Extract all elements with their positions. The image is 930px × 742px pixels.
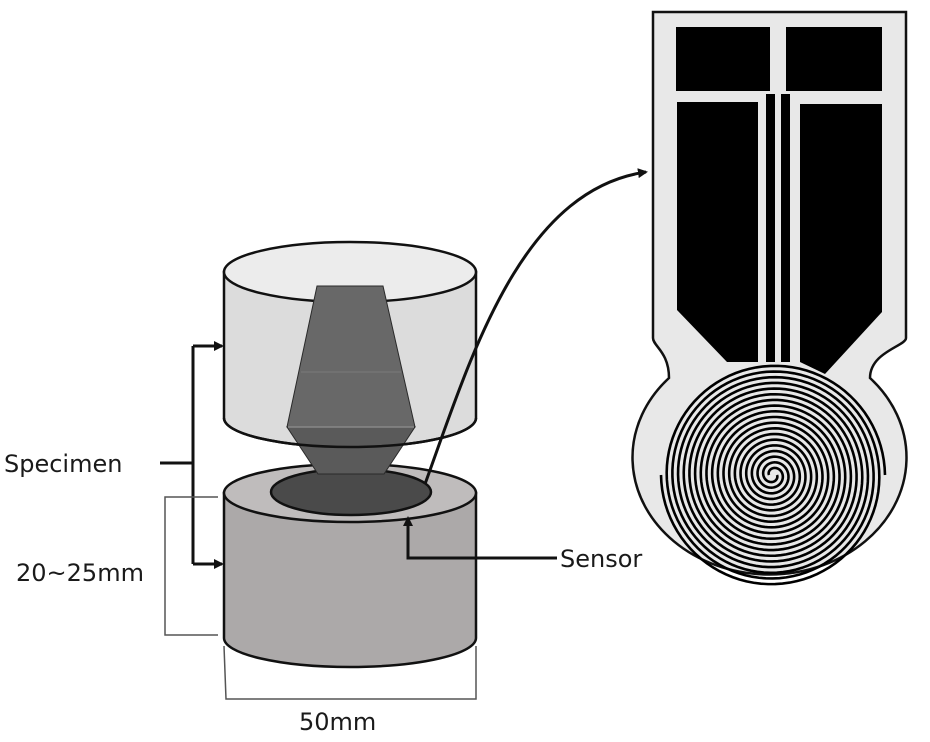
width-dimension-bracket [223,645,477,700]
spiral-electrode-icon [659,364,887,586]
specimen-label: Specimen [4,450,123,478]
electrode-trace-left [677,102,758,362]
spiral-track-b [665,364,887,580]
lower-cylinder-body [222,491,478,669]
indenter-cone [286,285,416,475]
height-dimension-label: 20~25mm [16,559,144,587]
sensor-disc [269,467,433,517]
electrode-lead-right [781,94,790,362]
electrode-trace-right [800,104,882,374]
curved-arrow-icon [423,168,648,485]
electrode-pad-top-left [676,27,770,91]
spiral-track-a [659,370,881,586]
upper-cylinder-bottom-arc [222,417,478,449]
arrow-up-icon [403,516,557,560]
sensor-detail [631,10,908,586]
lower-cylinder [222,462,478,669]
sensor-label: Sensor [560,545,643,573]
width-dimension-label: 50mm [299,708,377,736]
electrode-pad-top-right [786,27,882,91]
specimen-pointer [160,341,224,569]
height-dimension-bracket [164,496,218,636]
electrode-lead-left [766,94,775,362]
